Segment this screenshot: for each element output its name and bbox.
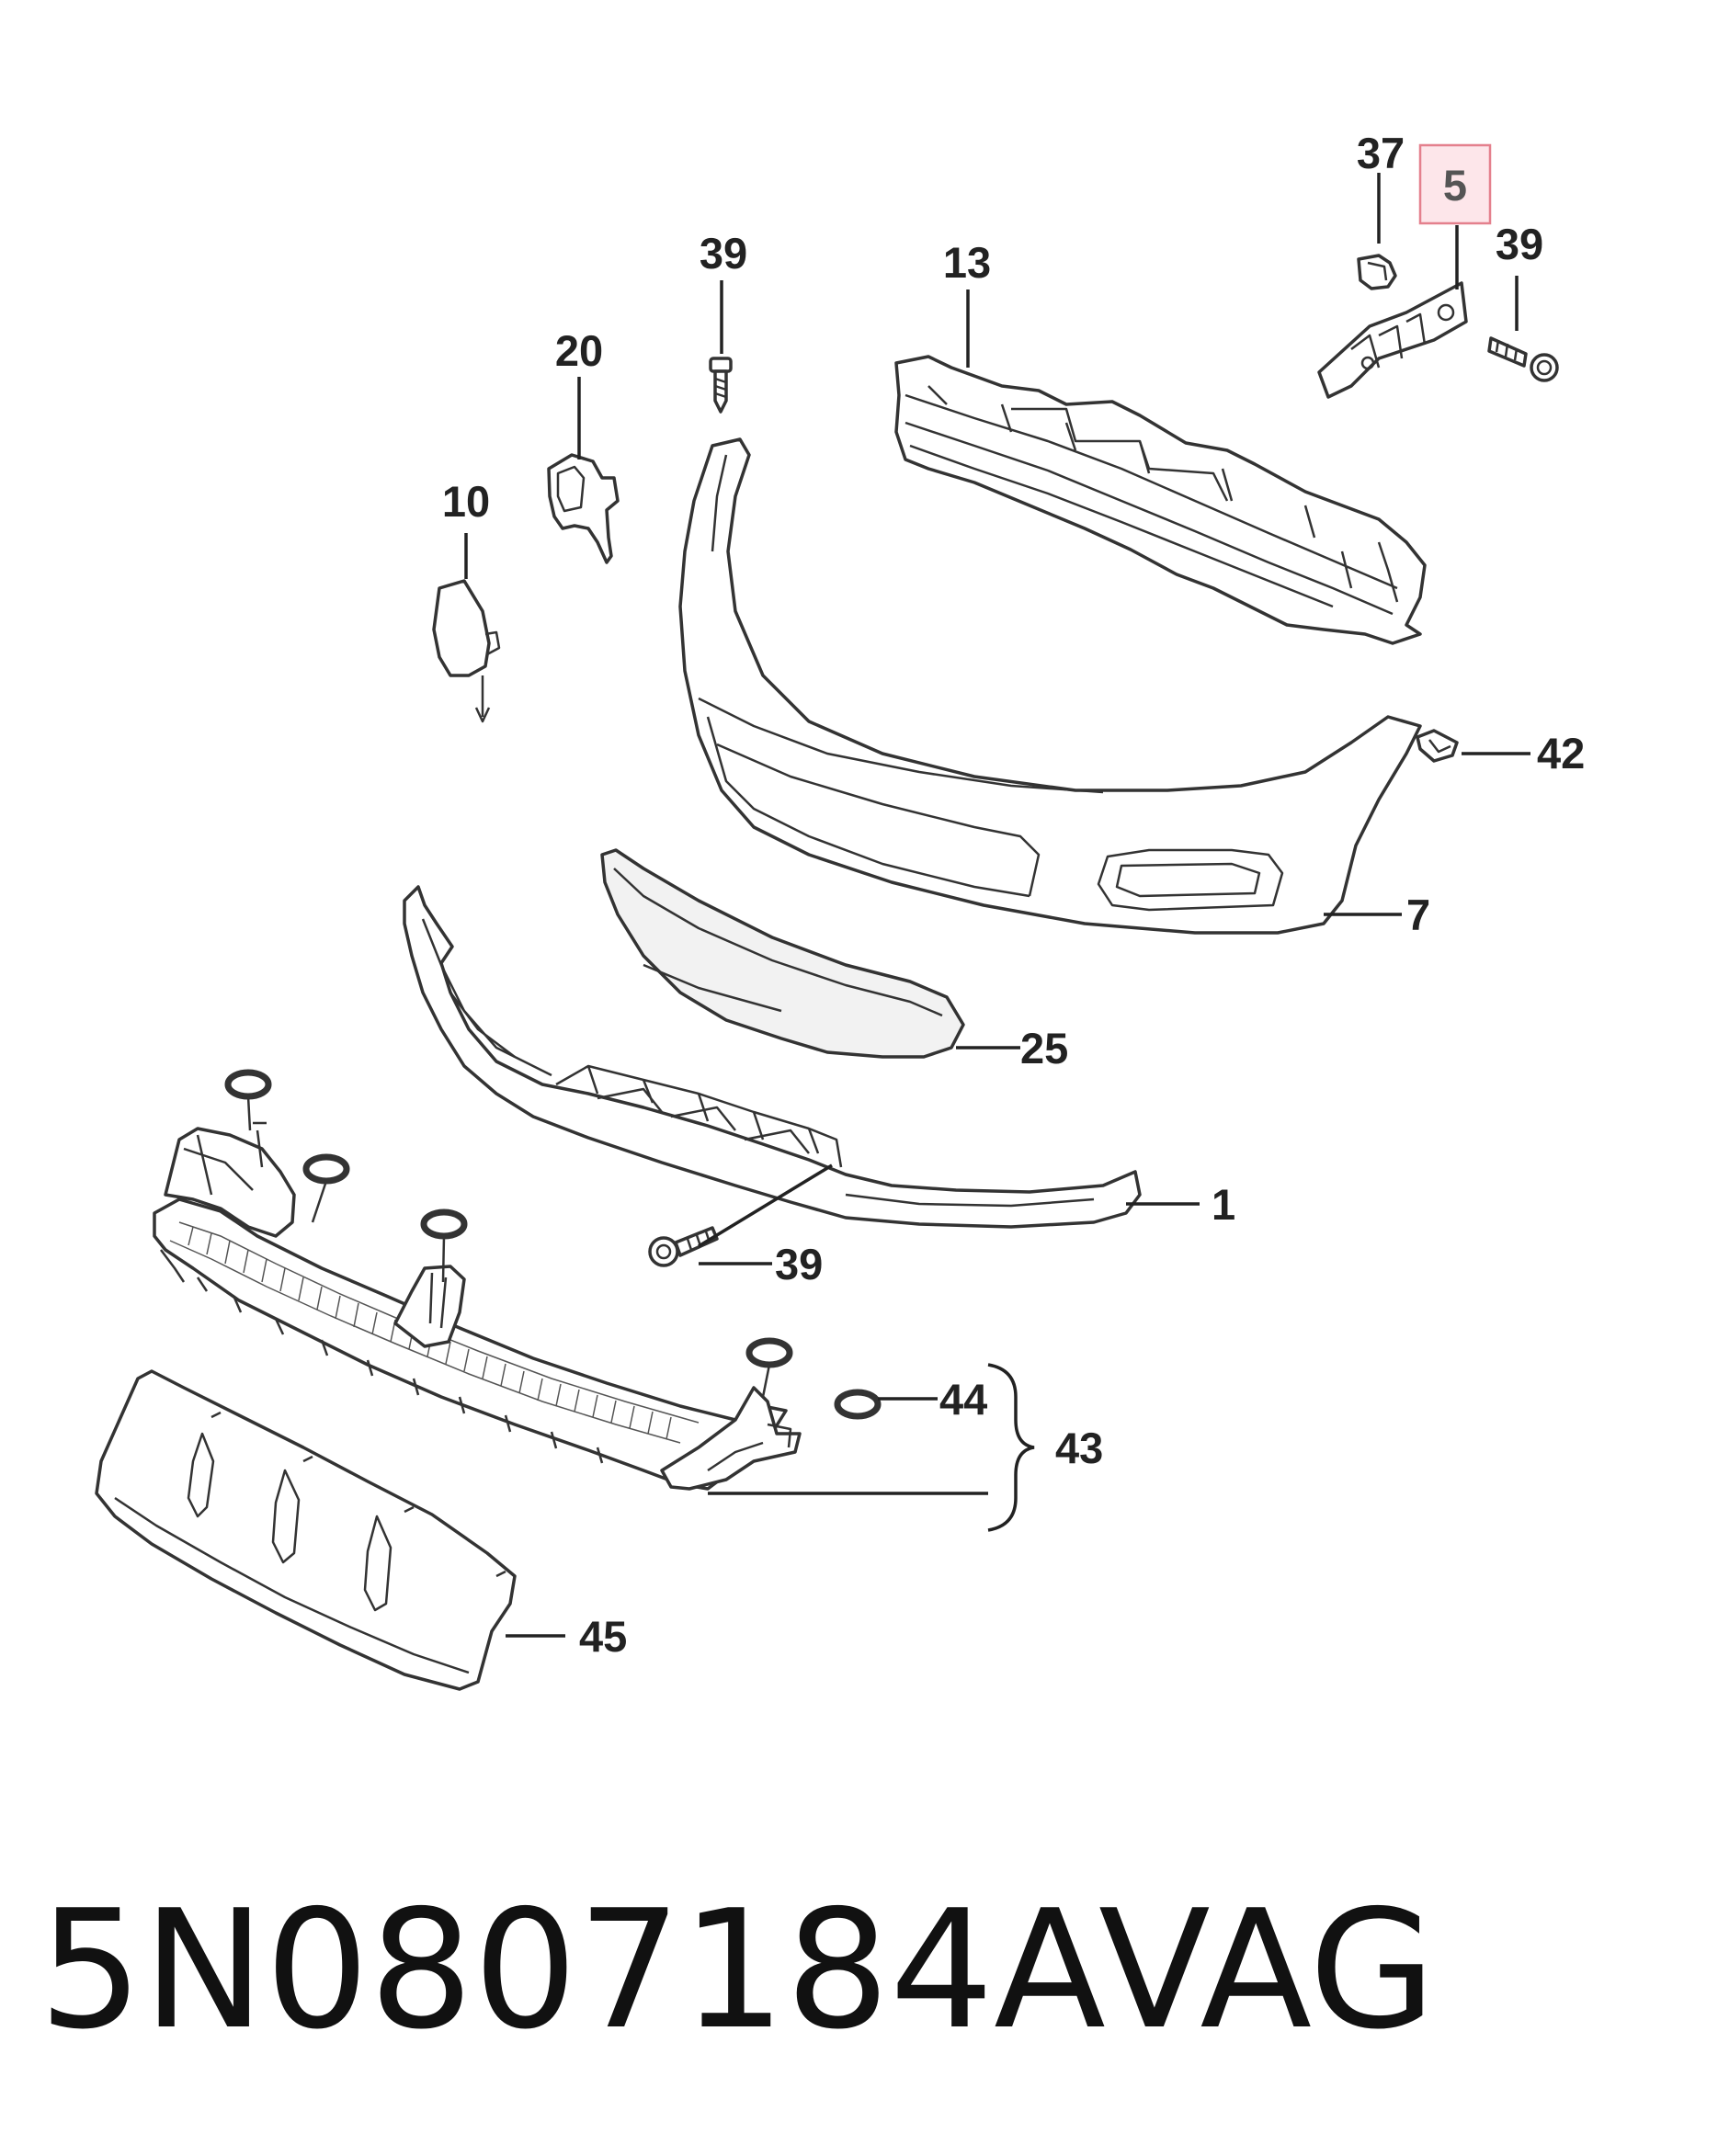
callout-13[interactable]: 13 <box>943 238 991 287</box>
bumper-cover-part-7 <box>678 437 1422 935</box>
spoiler-part-1 <box>403 885 1142 1229</box>
clip-part-37 <box>1357 254 1397 290</box>
absorber-part-13 <box>894 355 1427 645</box>
screw-part-39-top <box>709 357 733 414</box>
part-number: 5N0807184A <box>39 1875 1106 2065</box>
bolt-part-39-bottom <box>648 1226 719 1267</box>
callout-45[interactable]: 45 <box>579 1612 627 1661</box>
callout-25[interactable]: 25 <box>1020 1024 1068 1072</box>
bracket-part-20 <box>547 453 620 564</box>
lower-frame-part-43 <box>153 1121 802 1491</box>
callout-5[interactable]: 5 <box>1443 161 1467 210</box>
tow-cover-part-10 <box>432 579 501 723</box>
skid-plate-part-45 <box>95 1369 517 1691</box>
callout-10[interactable]: 10 <box>442 477 490 526</box>
grille-part-25 <box>600 848 965 1059</box>
callout-42[interactable]: 42 <box>1537 729 1585 777</box>
callout-1[interactable]: 1 <box>1212 1180 1235 1229</box>
callout-7[interactable]: 7 <box>1406 891 1430 939</box>
bracket-part-5 <box>1317 281 1468 399</box>
bolt-part-39-right <box>1487 336 1559 382</box>
callout-43[interactable]: 43 <box>1055 1424 1103 1472</box>
grommets-part-44 <box>224 1069 882 1420</box>
highlight-box-part-5 <box>1418 143 1492 225</box>
callout-39-bottom[interactable]: 39 <box>775 1240 823 1288</box>
clip-part-42 <box>1416 729 1459 763</box>
leader-lines <box>464 173 1530 1638</box>
callout-39-right[interactable]: 39 <box>1496 220 1543 268</box>
brand-name: VAG <box>1098 1875 1436 2065</box>
callout-20[interactable]: 20 <box>555 326 603 375</box>
callout-37[interactable]: 37 <box>1357 129 1405 177</box>
callout-39-top[interactable]: 39 <box>700 229 747 278</box>
callout-44[interactable]: 44 <box>939 1375 987 1424</box>
